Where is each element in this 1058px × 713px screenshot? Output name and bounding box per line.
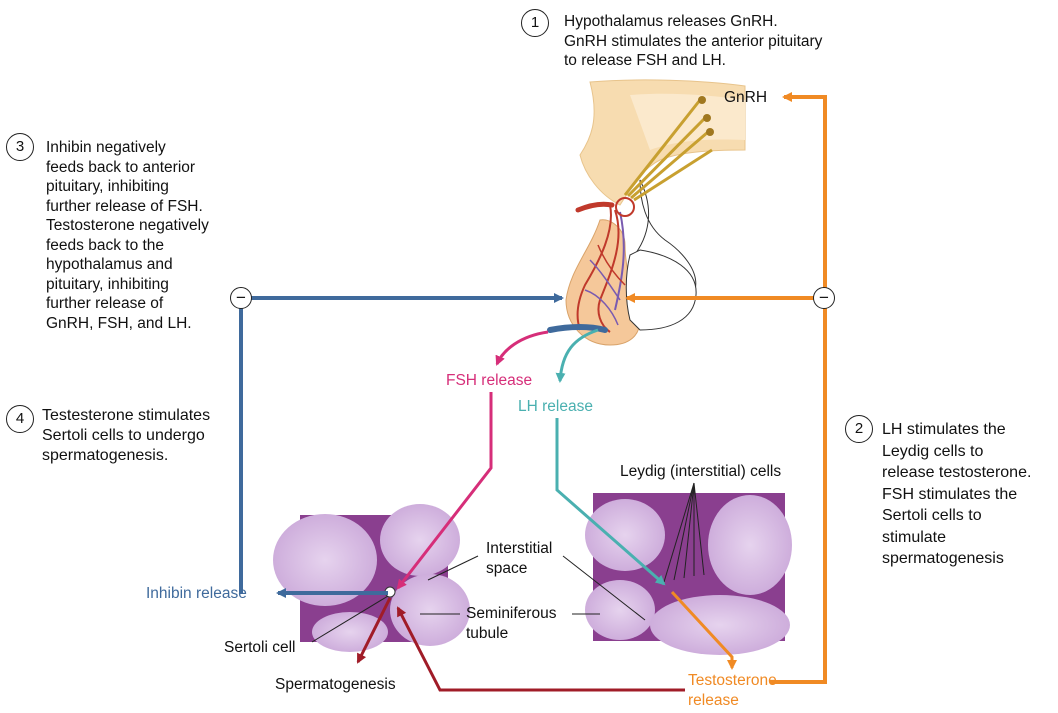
seminiferous-tubule-label: Seminiferous tubule bbox=[466, 605, 557, 642]
sertoli-cell-label: Sertoli cell bbox=[224, 639, 296, 656]
step-3-number-badge: 3 bbox=[6, 133, 34, 161]
lh-to-leydig-arrow bbox=[555, 418, 666, 586]
step-1-number-badge: 1 bbox=[521, 9, 549, 37]
testosterone-to-sertoli-arrow bbox=[396, 606, 685, 692]
gnrh-label: GnRH bbox=[724, 89, 768, 106]
lh-release-label: LH release bbox=[518, 398, 593, 415]
inhibin-release-label: Inhibin release bbox=[146, 585, 247, 602]
leydig-histology-panel bbox=[585, 493, 792, 655]
step-3-text: Inhibin negatively feeds back to anterio… bbox=[46, 139, 209, 332]
testosterone-release-arrow bbox=[670, 590, 737, 670]
sertoli-histology-panel bbox=[273, 504, 470, 652]
pointer-lines bbox=[311, 482, 705, 643]
spermatogenesis-arrow bbox=[356, 597, 392, 664]
testosterone-release-label: Testosterone release bbox=[688, 672, 777, 709]
step-4-number-badge: 4 bbox=[6, 405, 34, 433]
step-1-text: Hypothalamus releases GnRH. GnRH stimula… bbox=[564, 13, 823, 69]
lh-pathway-arrow bbox=[555, 328, 599, 383]
step-2-text: LH stimulates the Leydig cells to releas… bbox=[882, 421, 1032, 567]
step-4-text: Testesterone stimulates Sertoli cells to… bbox=[42, 407, 211, 464]
fsh-to-sertoli-arrow bbox=[396, 392, 493, 590]
inhibin-negative-feedback-marker: − bbox=[230, 287, 252, 309]
leydig-cells-label: Leydig (interstitial) cells bbox=[620, 463, 782, 480]
fsh-pathway-arrow bbox=[495, 330, 549, 366]
step-2-number-badge: 2 bbox=[845, 415, 873, 443]
pituitary-illustration bbox=[547, 79, 746, 346]
testosterone-feedback-arrow bbox=[770, 92, 827, 684]
testosterone-negative-feedback-marker: − bbox=[813, 287, 835, 309]
interstitial-space-label: Interstitial space bbox=[486, 540, 553, 577]
fsh-release-label: FSH release bbox=[446, 372, 533, 389]
spermatogenesis-label: Spermatogenesis bbox=[275, 676, 396, 693]
